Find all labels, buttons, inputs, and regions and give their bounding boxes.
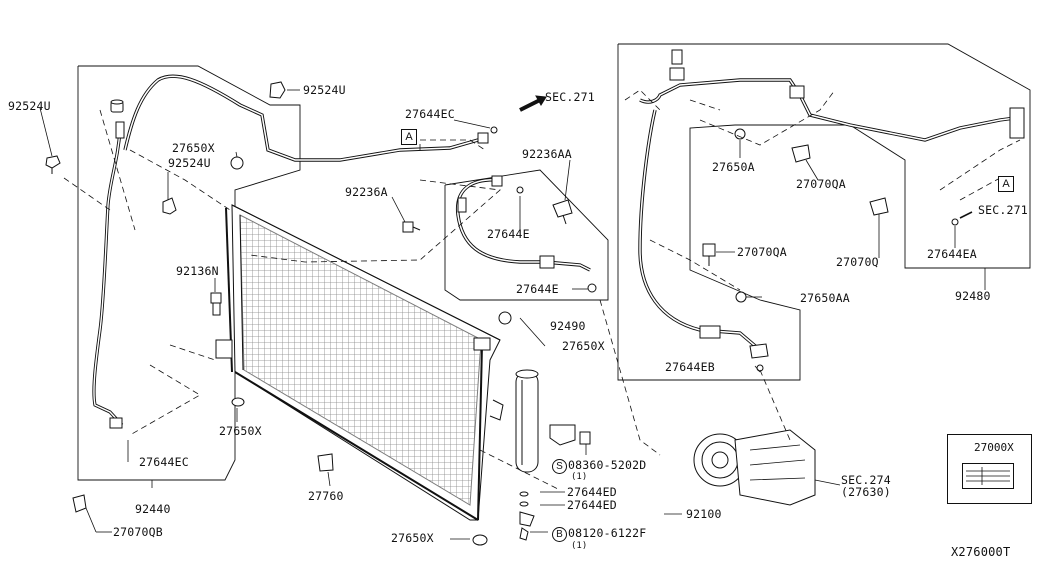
label-92236aa: 92236AA	[522, 147, 572, 161]
bolt-92236A	[402, 221, 421, 233]
label-card-icon	[962, 463, 1014, 489]
label-27644ec-low: 27644EC	[139, 455, 189, 469]
label-92524u-left: 92524U	[8, 99, 51, 113]
pipe-92440	[92, 74, 498, 429]
bolt-27070QA-mid	[702, 243, 716, 266]
sensor-92136N	[210, 292, 222, 316]
label-27644e: 27644E	[487, 227, 530, 241]
label-27644eb: 27644EB	[665, 360, 715, 374]
label-92100: 92100	[686, 507, 722, 521]
nut-27650X-low	[231, 397, 245, 407]
label-08120-6122f: 08120-6122F	[568, 526, 647, 540]
label-27650a: 27650A	[712, 160, 755, 174]
label-92490: 92490	[550, 319, 586, 333]
clip-92524U-top	[269, 81, 286, 99]
reference-marker-a-right: A	[998, 176, 1014, 192]
label-27644ed-1: 27644ED	[567, 485, 617, 499]
group-92440-frame	[77, 65, 301, 481]
label-27760: 27760	[308, 489, 344, 503]
label-92440: 92440	[135, 502, 171, 516]
label-27644ed-2: 27644ED	[567, 498, 617, 512]
label-92524u-mid: 92524U	[168, 156, 211, 170]
reference-marker-a-left: A	[401, 129, 417, 145]
label-08120-6122f-qty: (1)	[571, 541, 588, 551]
pipe-92480	[638, 49, 1025, 372]
nut-27650X-top	[230, 156, 244, 170]
label-27644ec-top: 27644EC	[405, 107, 455, 121]
label-27650x-low: 27650X	[219, 424, 262, 438]
cap-top-left	[110, 99, 124, 113]
part-27000x-box: 27000X	[947, 434, 1032, 504]
compressor	[693, 429, 816, 506]
label-27070qa-2: 27070QA	[737, 245, 787, 259]
drier-bracket	[549, 424, 591, 446]
label-27644ea: 27644EA	[927, 247, 977, 261]
label-92480: 92480	[955, 289, 991, 303]
receiver-drier	[515, 369, 539, 473]
label-27070qa-1: 27070QA	[796, 177, 846, 191]
pipe-92490	[455, 175, 597, 293]
label-92236a: 92236A	[345, 185, 388, 199]
orings-27644ED	[519, 491, 535, 541]
clip-92524U-left	[45, 155, 61, 174]
arrow-sec271-top	[519, 95, 547, 112]
bolt-27070Q	[869, 197, 889, 216]
condenser-92100	[215, 204, 504, 521]
bolt-symbol-b: B	[552, 527, 567, 542]
label-27650x-top: 27650X	[172, 141, 215, 155]
label-27070q: 27070Q	[836, 255, 879, 269]
bolt-27070QA-top	[791, 144, 811, 163]
label-27650x-bottom: 27650X	[391, 531, 434, 545]
label-27650aa: 27650AA	[800, 291, 850, 305]
nut-27650A	[734, 128, 746, 140]
bolt-27070QB	[72, 494, 87, 513]
oring-27644EA	[951, 211, 973, 226]
bolt-symbol-s: S	[552, 459, 567, 474]
nut-27650X-bottom	[472, 534, 488, 546]
label-08360-5202d-qty: (1)	[571, 472, 588, 482]
leader-lines	[39, 89, 986, 540]
label-92524u-top: 92524U	[303, 83, 346, 97]
label-92136n: 92136N	[176, 264, 219, 278]
label-27070qb: 27070QB	[113, 525, 163, 539]
nut-27650AA	[735, 291, 747, 303]
group-92480-frame	[617, 43, 1031, 381]
label-sec274: SEC.274	[841, 473, 891, 487]
dashed-lines	[63, 89, 1021, 491]
label-sec271-top: SEC.271	[545, 90, 595, 104]
diagram-code: X276000T	[951, 545, 1011, 559]
label-27000x: 27000X	[974, 441, 1014, 454]
label-27650x-mid: 27650X	[562, 339, 605, 353]
label-sec274-sub: (27630)	[841, 485, 891, 499]
label-sec271-right: SEC.271	[978, 203, 1028, 217]
label-27644e-2: 27644E	[516, 282, 559, 296]
label-08360-5202d: 08360-5202D	[568, 458, 647, 472]
nut-27650X-mid	[498, 311, 512, 325]
bolt-92236AA	[552, 199, 573, 225]
clip-92524U-mid	[162, 197, 177, 215]
group-92490-frame	[444, 169, 609, 301]
clip-27760	[317, 453, 334, 472]
